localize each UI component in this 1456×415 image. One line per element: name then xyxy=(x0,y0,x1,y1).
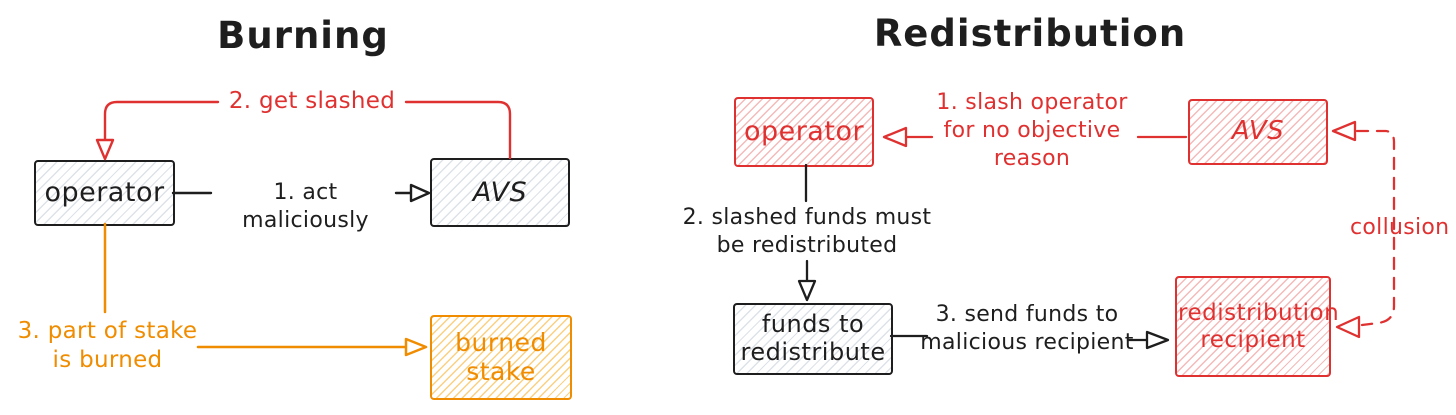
redistribution-panel-title: Redistribution xyxy=(873,12,1187,55)
act-maliciously-edge-label: 1. act maliciously xyxy=(242,180,369,234)
funds-to-redistribute-label: funds to redistribute xyxy=(740,310,886,366)
redistribution-avs-label: AVS xyxy=(1231,116,1285,147)
get-slashed-edge-label: 2. get slashed xyxy=(228,88,396,114)
redistribution-avs-node: AVS xyxy=(1188,99,1328,165)
burning-operator-label: operator xyxy=(44,177,165,209)
redistribution-operator-label: operator xyxy=(743,116,865,148)
burned-stake-label: burned stake xyxy=(455,327,547,386)
burning-panel-title: Burning xyxy=(217,14,389,57)
redistribution-recipient-node: redistribution recipient xyxy=(1175,276,1340,377)
slash-operator-edge-label: 1. slash operator for no objective reaso… xyxy=(936,90,1128,172)
stake-burned-edge-label: 3. part of stake is burned xyxy=(17,318,198,374)
burning-operator-node: operator xyxy=(34,160,175,226)
collusion-edge-label: collusion xyxy=(1347,214,1449,243)
burning-avs-label: AVS xyxy=(472,176,528,208)
burning-avs-node: AVS xyxy=(430,158,570,227)
redistribution-recipient-label: redistribution recipient xyxy=(1178,300,1340,353)
funds-to-redistribute-node: funds to redistribute xyxy=(733,303,893,375)
send-funds-edge-label: 3. send funds to malicious recipient xyxy=(920,302,1134,356)
burned-stake-node: burned stake xyxy=(430,315,572,400)
redistribution-operator-node: operator xyxy=(734,97,874,167)
funds-redistributed-edge-label: 2. slashed funds must be redistributed xyxy=(682,205,932,259)
